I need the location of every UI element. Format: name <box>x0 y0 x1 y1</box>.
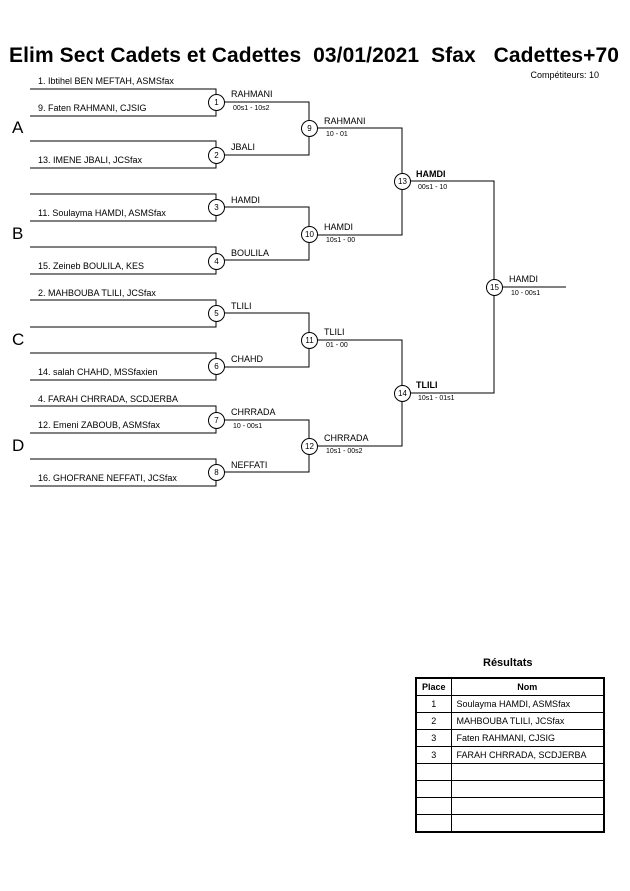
table-row <box>415 763 605 781</box>
entrant: 11. Soulayma HAMDI, ASMSfax <box>38 208 166 218</box>
pool-label-a: A <box>12 118 24 137</box>
entrant: 1. Ibtihel BEN MEFTAH, ASMSfax <box>38 76 174 86</box>
match-winner: TLILI <box>324 327 345 337</box>
table-row <box>415 797 605 815</box>
match-score: 00s1 - 10 <box>418 184 448 191</box>
results-title: Résultats <box>483 657 533 669</box>
result-place: 1 <box>415 695 452 713</box>
match-number-badge: 11 <box>301 332 318 349</box>
match-number-badge: 12 <box>301 438 318 455</box>
result-place <box>415 780 452 798</box>
match-number-badge: 8 <box>208 464 225 481</box>
match-number-badge: 3 <box>208 199 225 216</box>
result-name <box>450 797 605 815</box>
results-header-row: Place Nom <box>415 677 605 696</box>
entrant: 2. MAHBOUBA TLILI, JCSfax <box>38 288 156 298</box>
match-winner: TLILI <box>416 380 438 390</box>
entrant: 12. Emeni ZABOUB, ASMSfax <box>38 420 161 430</box>
entrant: 14. salah CHAHD, MSSfaxien <box>38 367 158 377</box>
match-score: 10s1 - 00 <box>326 237 356 244</box>
result-place <box>415 763 452 781</box>
result-name <box>450 814 605 833</box>
match-winner: HAMDI <box>324 222 353 232</box>
page-title: Elim Sect Cadets et Cadettes 03/01/2021 … <box>9 44 620 67</box>
match-number-badge: 7 <box>208 412 225 429</box>
entrant: 4. FARAH CHRRADA, SCDJERBA <box>38 394 179 404</box>
match-score: 10s1 - 00s2 <box>326 448 363 455</box>
table-row <box>415 780 605 798</box>
match-score: 10 - 01 <box>326 131 348 138</box>
result-place <box>415 797 452 815</box>
table-row <box>415 814 605 833</box>
match-winner: RAHMANI <box>231 89 273 99</box>
match-number-badge: 9 <box>301 120 318 137</box>
match-winner: HAMDI <box>416 169 446 179</box>
result-name: MAHBOUBA TLILI, JCSfax <box>450 712 605 730</box>
pool-label-c: C <box>12 330 25 349</box>
results-header-place: Place <box>415 677 452 696</box>
competitors-count: Compétiteurs: 10 <box>530 70 599 80</box>
entrant: 9. Faten RAHMANI, CJSIG <box>38 103 147 113</box>
match-score: 00s1 - 10s2 <box>233 105 270 112</box>
result-name: Soulayma HAMDI, ASMSfax <box>450 695 605 713</box>
final-score: 10 - 00s1 <box>511 290 541 297</box>
final-winner: HAMDI <box>509 274 538 284</box>
match-winner: BOULILA <box>231 248 270 258</box>
entrant: 15. Zeineb BOULILA, KES <box>38 261 145 271</box>
entrant: 13. IMENE JBALI, JCSfax <box>38 155 143 165</box>
result-name <box>450 763 605 781</box>
pool-label-b: B <box>12 224 24 243</box>
match-score: 01 - 00 <box>326 342 348 349</box>
results-header-name: Nom <box>450 677 605 696</box>
result-place <box>415 814 452 833</box>
result-place: 2 <box>415 712 452 730</box>
match-winner: CHAHD <box>231 354 264 364</box>
pool-label-d: D <box>12 436 25 455</box>
match-number-badge: 15 <box>486 279 503 296</box>
match-number-badge: 4 <box>208 253 225 270</box>
match-winner: TLILI <box>231 301 252 311</box>
match-number-badge: 13 <box>394 173 411 190</box>
match-winner: RAHMANI <box>324 116 366 126</box>
match-number-badge: 5 <box>208 305 225 322</box>
result-name <box>450 780 605 798</box>
match-number-badge: 1 <box>208 94 225 111</box>
match-winner: JBALI <box>231 142 256 152</box>
match-number-badge: 2 <box>208 147 225 164</box>
result-name: FARAH CHRRADA, SCDJERBA <box>450 746 605 764</box>
entrant: 16. GHOFRANE NEFFATI, JCSfax <box>38 473 177 483</box>
match-score: 10s1 - 01s1 <box>418 395 455 402</box>
match-winner: HAMDI <box>231 195 260 205</box>
result-place: 3 <box>415 729 452 747</box>
match-number-badge: 10 <box>301 226 318 243</box>
match-winner: CHRRADA <box>324 433 369 443</box>
match-winner: CHRRADA <box>231 407 276 417</box>
result-place: 3 <box>415 746 452 764</box>
match-number-badge: 14 <box>394 385 411 402</box>
match-score: 10 - 00s1 <box>233 423 263 430</box>
match-number-badge: 6 <box>208 358 225 375</box>
match-winner: NEFFATI <box>231 460 268 470</box>
result-name: Faten RAHMANI, CJSIG <box>450 729 605 747</box>
